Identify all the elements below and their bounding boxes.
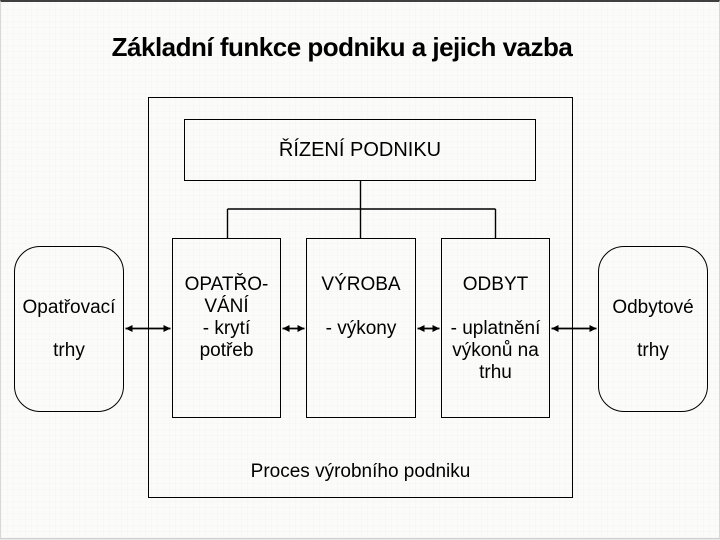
company-boundary-box: [148, 97, 573, 498]
function-box-line: - krytí: [202, 318, 251, 339]
slide-title: Základní funkce podniku a jejich vazba: [111, 32, 573, 62]
function-box-line: [307, 296, 415, 318]
market-box-label: Opatřovací: [22, 297, 116, 318]
function-box-line: trhu: [479, 362, 512, 383]
management-box: ŘÍZENÍ PODNIKU: [184, 119, 536, 181]
function-box-sales: ODBYT - uplatnění výkonů na trhu: [441, 238, 550, 418]
market-box-procurement: Opatřovací trhy: [14, 246, 124, 412]
function-box-line: [442, 296, 549, 318]
market-box-label: trhy: [53, 340, 85, 361]
function-box-line: OPATŘO-: [184, 274, 269, 295]
function-box-line: VÁNÍ: [204, 296, 249, 317]
market-box-sales: Odbytové trhy: [598, 246, 708, 412]
function-box-line: - výkony: [325, 318, 397, 339]
function-box-line: - uplatnění: [450, 318, 541, 339]
spacer: [599, 319, 707, 340]
management-box-label: ŘÍZENÍ PODNIKU: [278, 138, 442, 161]
function-box-line: potřeb: [199, 340, 254, 361]
function-box-line: výkonů na: [452, 340, 539, 361]
function-box-procurement: OPATŘO- VÁNÍ - krytí potřeb: [172, 238, 281, 418]
market-box-label: Odbytové: [612, 297, 694, 318]
function-box-production: VÝROBA - výkony: [306, 238, 416, 418]
process-label: Proces výrobního podniku: [250, 461, 471, 482]
market-box-label: trhy: [637, 340, 669, 361]
function-box-line: VÝROBA: [321, 274, 401, 295]
function-box-line: ODBYT: [462, 274, 529, 295]
spacer: [15, 319, 123, 340]
